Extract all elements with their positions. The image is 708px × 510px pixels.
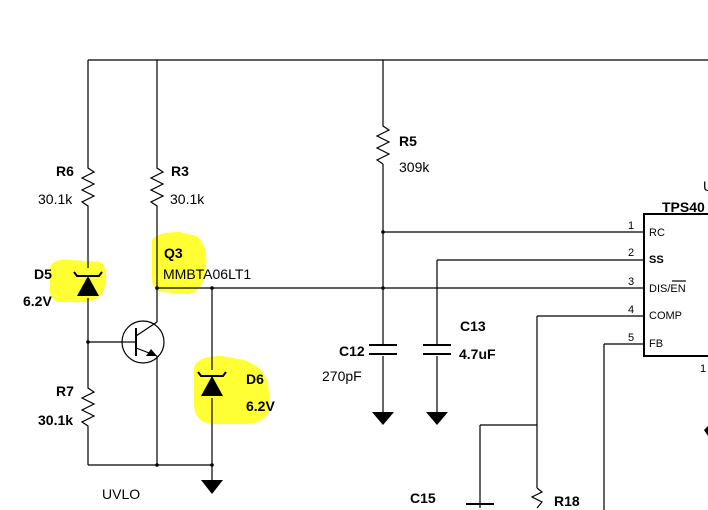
ground-symbol xyxy=(372,412,394,425)
q3-part: MMBTA06LT1 xyxy=(163,266,251,282)
d5-ref: D5 xyxy=(34,266,52,282)
capacitor-c12 xyxy=(369,344,397,355)
r6-ref: R6 xyxy=(56,163,74,179)
r5-value: 309k xyxy=(399,159,430,175)
q3-ref: Q3 xyxy=(164,245,183,261)
pin-1-number: 1 xyxy=(628,220,634,232)
r5-ref: R5 xyxy=(399,133,417,149)
d5-value: 6.2V xyxy=(23,293,52,309)
resistor-r5 xyxy=(375,120,391,165)
ic-tps40: U TPS40 1 1 RC 2 SS 3 DIS/EN 4 COMP 5 FB xyxy=(628,178,708,436)
highlight-marks xyxy=(49,232,270,424)
zener-d6 xyxy=(197,371,227,396)
r7-value: 30.1k xyxy=(38,412,73,428)
highlight-d6 xyxy=(194,356,270,424)
c13-value: 4.7uF xyxy=(459,346,496,362)
pin-3-name: DIS/EN xyxy=(649,283,686,295)
ic-bottom-label: 1 xyxy=(700,363,706,375)
r18-ref: R18 xyxy=(554,493,580,509)
r7-ref: R7 xyxy=(56,383,74,399)
pin-2-name: SS xyxy=(649,254,664,266)
wires xyxy=(87,59,708,510)
r6-value: 30.1k xyxy=(38,191,73,207)
pin-3-number: 3 xyxy=(628,276,634,288)
resistor-r6 xyxy=(80,162,96,210)
pin-5-number: 5 xyxy=(628,332,634,344)
ic-name: TPS40 xyxy=(662,199,705,215)
capacitor-c13 xyxy=(423,344,451,355)
pin-5-name: FB xyxy=(649,338,663,350)
c12-ref: C12 xyxy=(339,343,365,359)
resistor-r3 xyxy=(149,162,165,210)
highlight-q3 xyxy=(151,232,207,294)
uvlo-net-label: UVLO xyxy=(102,486,140,502)
ground-symbol xyxy=(426,412,448,425)
pin-1-name: RC xyxy=(649,227,665,239)
c12-value: 270pF xyxy=(322,368,362,384)
junction-dots xyxy=(86,230,385,467)
pin-2-number: 2 xyxy=(628,247,634,259)
pin-4-name: COMP xyxy=(649,310,682,322)
transistor-q3 xyxy=(121,320,165,364)
r3-ref: R3 xyxy=(171,163,189,179)
c15-ref: C15 xyxy=(410,490,436,506)
pin-4-number: 4 xyxy=(628,304,634,316)
resistor-r7 xyxy=(80,382,96,430)
ground-symbol xyxy=(201,480,223,494)
resistor-r18 xyxy=(530,487,544,509)
d6-value: 6.2V xyxy=(246,398,275,414)
zener-d5 xyxy=(73,271,103,296)
ic-designator: U xyxy=(703,178,708,194)
r3-value: 30.1k xyxy=(170,191,205,207)
d6-ref: D6 xyxy=(246,371,264,387)
c13-ref: C13 xyxy=(460,318,486,334)
